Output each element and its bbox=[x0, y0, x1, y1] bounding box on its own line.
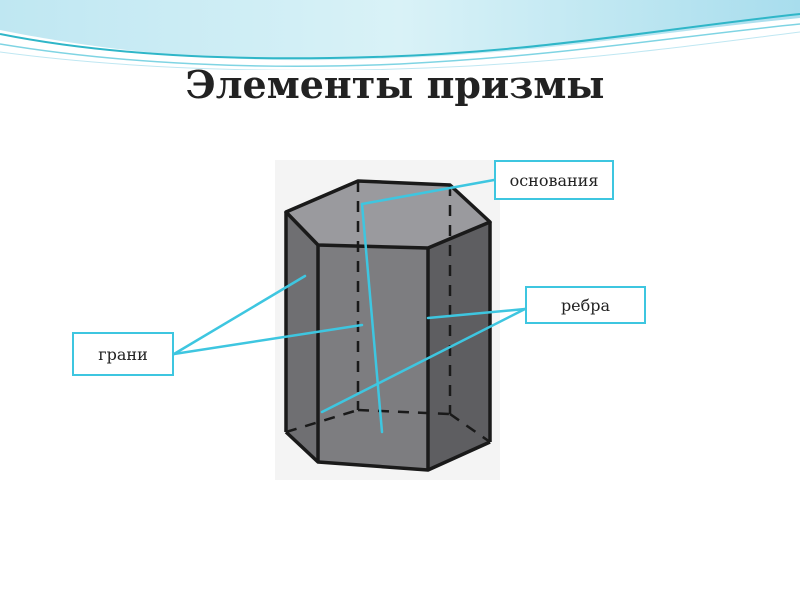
hidden-edge-bottom-back bbox=[357, 408, 451, 416]
callout-faces-upper bbox=[172, 274, 307, 356]
hidden-edge-bottom-right bbox=[449, 412, 491, 444]
label-faces: грани bbox=[72, 332, 174, 376]
prism-visible-edges bbox=[284, 179, 492, 472]
header-wave-decoration bbox=[0, 0, 800, 70]
prism-hidden-edges bbox=[285, 181, 491, 444]
wave-line-1 bbox=[0, 13, 800, 60]
hidden-edge-bottom-left bbox=[285, 408, 359, 434]
callout-faces-lower bbox=[172, 323, 364, 356]
callout-lines bbox=[172, 178, 527, 434]
callout-bases-top bbox=[360, 178, 496, 206]
callout-edges-lower bbox=[320, 307, 527, 414]
prism-left-face bbox=[286, 212, 318, 462]
wave-line-3 bbox=[0, 31, 800, 70]
label-edges: ребра bbox=[525, 286, 646, 324]
slide-title: Элементы призмы bbox=[185, 62, 605, 107]
label-bases: основания bbox=[494, 160, 614, 200]
wave-fill bbox=[0, 0, 800, 61]
prism-right-face bbox=[428, 222, 490, 470]
prism-top-face bbox=[286, 181, 490, 248]
callout-edges-upper bbox=[426, 307, 527, 320]
prism-front-face bbox=[318, 245, 428, 470]
callout-bases-bottom bbox=[360, 202, 384, 434]
wave-line-2 bbox=[0, 23, 800, 67]
bottom-base-visible-outline bbox=[284, 430, 491, 472]
